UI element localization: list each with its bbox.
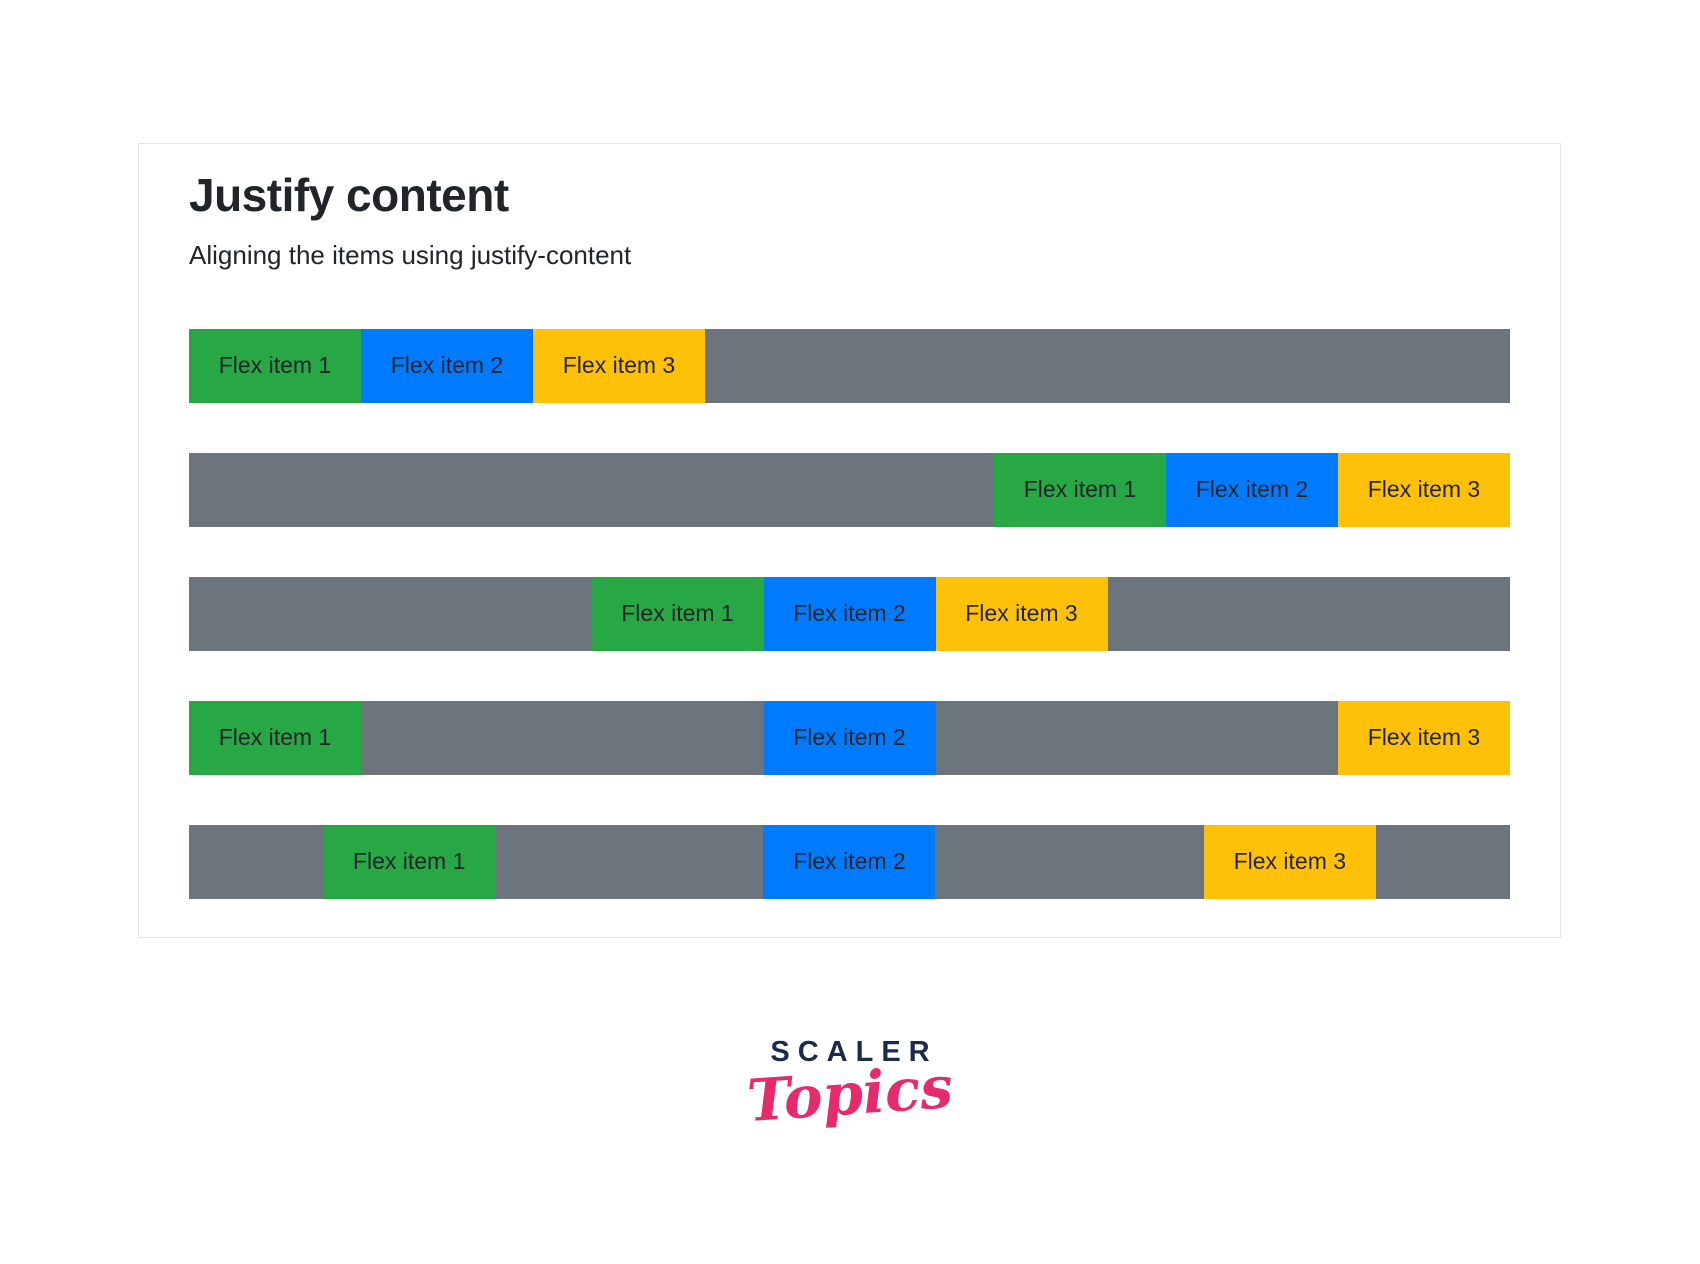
flex-item: Flex item 1 — [994, 452, 1166, 527]
flex-item: Flex item 2 — [1166, 452, 1338, 527]
logo-scaler-text: SCALER — [770, 1036, 938, 1068]
flex-item: Flex item 2 — [763, 576, 936, 651]
justify-content-card: Justify content Aligning the items using… — [138, 143, 1561, 938]
logo-topics-text: Topics — [744, 1052, 955, 1136]
flex-item: Flex item 1 — [189, 328, 361, 403]
flex-container-center: Flex item 1 Flex item 2 Flex item 3 — [189, 576, 1510, 651]
flex-item: Flex item 1 — [323, 824, 496, 899]
scaler-topics-logo: SCALER Topics — [0, 1036, 1700, 1135]
flex-item: Flex item 3 — [1338, 700, 1510, 775]
flex-item: Flex item 2 — [763, 824, 936, 899]
flex-item: Flex item 3 — [935, 576, 1108, 651]
flex-container-space-between: Flex item 1 Flex item 2 Flex item 3 — [189, 700, 1510, 775]
flex-item: Flex item 2 — [763, 700, 936, 775]
page-title: Justify content — [189, 169, 509, 221]
flex-item: Flex item 3 — [1338, 452, 1510, 527]
flex-item: Flex item 3 — [533, 328, 705, 403]
flex-item: Flex item 1 — [591, 576, 764, 651]
flex-container-flex-end: Flex item 1 Flex item 2 Flex item 3 — [189, 452, 1510, 527]
page-subtitle: Aligning the items using justify-content — [189, 240, 632, 271]
flex-item: Flex item 1 — [189, 700, 361, 775]
flex-container-flex-start: Flex item 1 Flex item 2 Flex item 3 — [189, 328, 1510, 403]
flex-item: Flex item 2 — [361, 328, 533, 403]
flex-item: Flex item 3 — [1203, 824, 1376, 899]
flex-container-space-around: Flex item 1 Flex item 2 Flex item 3 — [189, 824, 1510, 899]
